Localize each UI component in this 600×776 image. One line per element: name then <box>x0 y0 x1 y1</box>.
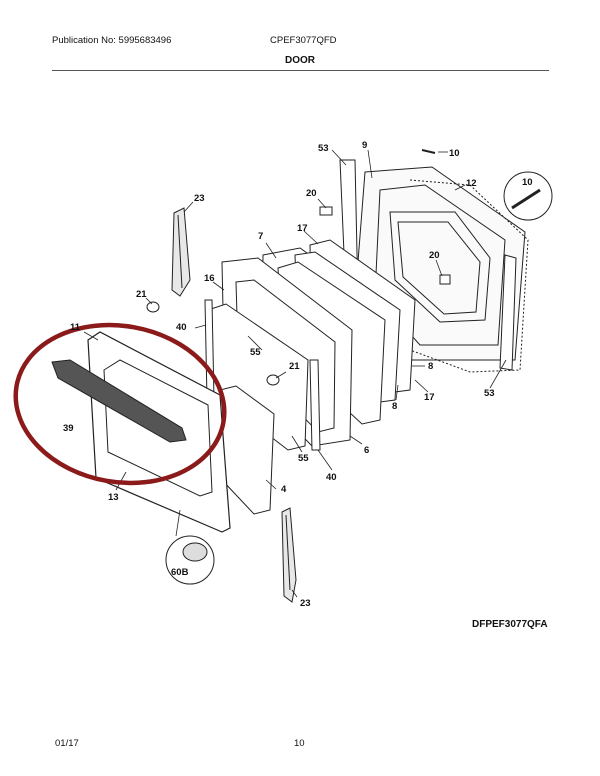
footer-date: 01/17 <box>55 738 79 749</box>
callout-6: 6 <box>364 445 369 456</box>
hinge-bottom <box>281 507 297 603</box>
bumper-21-lower <box>266 374 280 386</box>
callout-39: 39 <box>63 423 74 434</box>
callout-23-bottom: 23 <box>300 598 311 609</box>
callout-9: 9 <box>362 140 367 151</box>
callout-8-lower: 8 <box>392 401 397 412</box>
callout-60b: 60B <box>171 567 189 578</box>
callout-20-lower: 20 <box>429 250 440 261</box>
callout-23-top: 23 <box>194 193 205 204</box>
hinge-top <box>171 207 191 297</box>
callout-17-lower: 17 <box>424 392 435 403</box>
diagram-id: DFPEF3077QFA <box>472 619 548 630</box>
callout-16: 16 <box>204 273 215 284</box>
callout-8-upper: 8 <box>428 361 433 372</box>
callout-55-upper: 55 <box>250 347 261 358</box>
callout-10-screw: 10 <box>449 148 460 159</box>
door-gasket <box>409 179 529 373</box>
callout-10-inset: 10 <box>522 177 533 188</box>
callout-4: 4 <box>281 484 287 495</box>
publication-number: Publication No: 5995683496 <box>52 35 172 46</box>
glass-channel-right <box>309 359 321 451</box>
callout-17-top: 17 <box>297 223 308 234</box>
trim-strip-right <box>499 254 517 371</box>
callout-21-lower: 21 <box>289 361 300 372</box>
callout-13: 13 <box>108 492 119 503</box>
leader-lines <box>83 149 507 598</box>
callout-12: 12 <box>466 178 477 189</box>
glass-channel-left <box>204 299 215 401</box>
callout-7: 7 <box>258 231 263 242</box>
callout-11: 11 <box>70 322 81 333</box>
callout-20-upper: 20 <box>306 188 317 199</box>
door-handle <box>51 359 187 443</box>
highlight-circle <box>13 322 227 486</box>
header-divider <box>52 70 549 71</box>
callout-40-right: 40 <box>326 472 337 483</box>
callout-40-left: 40 <box>176 322 187 333</box>
callout-labels: 53 9 10 20 12 10 23 17 7 20 21 16 11 40 … <box>63 140 533 609</box>
screw-head-icon <box>182 542 208 562</box>
door-stop-20-lower <box>439 274 451 285</box>
callout-21-upper: 21 <box>136 289 147 300</box>
door-stop-20-upper <box>319 206 333 216</box>
model-number: CPEF3077QFD <box>270 35 337 46</box>
callout-53-lower: 53 <box>484 388 495 399</box>
section-title: DOOR <box>285 55 315 66</box>
callout-55-lower: 55 <box>298 453 309 464</box>
callout-53-top: 53 <box>318 143 329 154</box>
screw-10 <box>421 149 436 154</box>
bumper-21-upper <box>146 301 160 313</box>
page-number: 10 <box>294 738 305 749</box>
screw-icon <box>511 188 541 210</box>
